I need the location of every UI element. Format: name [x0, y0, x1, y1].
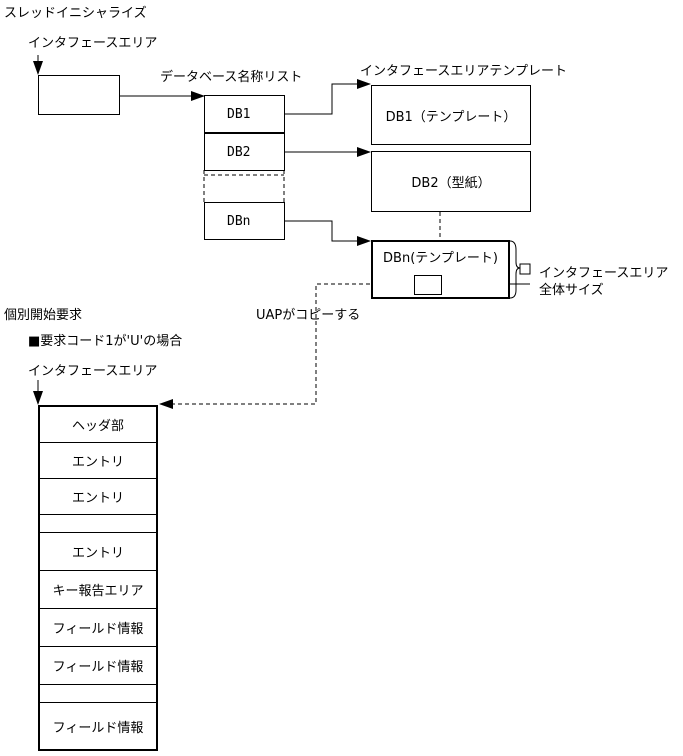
row-key-report-area: キー報告エリア: [40, 571, 156, 609]
row-field-info-1: フィールド情報: [40, 609, 156, 647]
individual-start-request-label: 個別開始要求: [4, 308, 83, 323]
uap-copies-label: UAPがコピーする: [256, 308, 361, 323]
total-size-label-1: インタフェースエリア: [539, 266, 669, 281]
template-dbn-inner-box: [414, 275, 442, 295]
row-entry-1: エントリ: [40, 443, 156, 479]
total-size-label-2: 全体サイズ: [539, 283, 604, 298]
row-entry-2: エントリ: [40, 479, 156, 515]
db1-label: DB1: [227, 106, 251, 122]
db2-label: DB2: [227, 144, 251, 160]
template-db1-label: DB1（テンプレート）: [385, 109, 517, 125]
row-gap-2: [40, 685, 156, 703]
interface-area-box: [38, 75, 120, 115]
total-size-brace: [509, 240, 521, 299]
db-list-item-db1: DB1: [204, 95, 285, 133]
dbn-label: DBn: [227, 213, 251, 229]
row-field-info-2: フィールド情報: [40, 647, 156, 685]
db-list-item-db2: DB2: [204, 133, 285, 171]
uap-copy-path: [159, 283, 412, 409]
template-db2-label: DB2（型紙）: [411, 176, 491, 191]
interface-area-stack: ヘッダ部 エントリ エントリ エントリ キー報告エリア フィールド情報 フィール…: [38, 405, 158, 751]
request-code-note: ■要求コード1が'U'の場合: [28, 334, 183, 349]
interface-area-top-label: インタフェースエリア: [28, 36, 158, 51]
row-header: ヘッダ部: [40, 407, 156, 443]
interface-area-template-label: インタフェースエリアテンプレート: [360, 64, 567, 79]
db-list-item-dbn: DBn: [204, 202, 285, 240]
template-dbn: DBn(テンプレート): [371, 240, 510, 299]
db1-to-template-arrow: [262, 79, 371, 115]
db-name-list-label: データベース名称リスト: [160, 70, 303, 85]
template-db1: DB1（テンプレート）: [371, 85, 531, 145]
row-field-info-n: フィールド情報: [52, 720, 144, 736]
thread-init-label: スレッドイニシャライズ: [4, 6, 147, 21]
dbn-to-template-arrow: [262, 220, 371, 246]
row-entry-n: エントリ: [40, 533, 156, 571]
row-gap-1: [40, 515, 156, 533]
interface-area-bottom-label: インタフェースエリア: [28, 364, 158, 379]
template-dbn-label: DBn(テンプレート): [383, 250, 498, 266]
template-db2: DB2（型紙）: [371, 151, 531, 212]
